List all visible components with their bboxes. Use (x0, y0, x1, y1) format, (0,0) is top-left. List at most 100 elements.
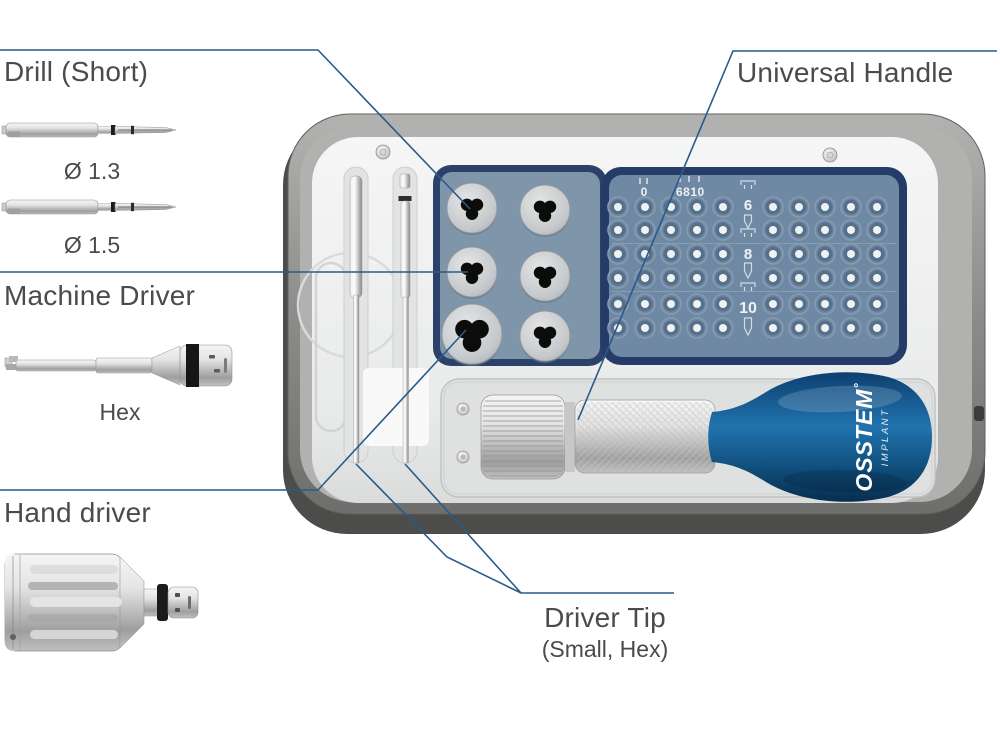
tray-hole (814, 317, 836, 339)
tray-hole (712, 243, 734, 265)
handle-compartment: OSSTEM° IMPLANT (440, 372, 936, 502)
driver-tip-connector-line-1 (355, 463, 674, 594)
tray-hole (712, 219, 734, 241)
tray-hole (788, 293, 810, 315)
tray-hole (607, 196, 629, 218)
tray-hole (866, 317, 888, 339)
universal-handle-tool: OSSTEM° IMPLANT (480, 372, 932, 502)
driver-disc (519, 184, 571, 237)
trefoil-hole-icon (462, 333, 482, 353)
tray-hole (712, 293, 734, 315)
tray-hole (788, 196, 810, 218)
tray-hole (607, 267, 629, 289)
connector-lines (0, 49, 997, 594)
component-panel: 0 6810 6 8 10 (601, 167, 907, 365)
tray-hole (788, 219, 810, 241)
hand-driver-label: Hand driver (4, 497, 151, 528)
trefoil-hole-icon (538, 275, 552, 288)
hand-driver-tool (4, 553, 199, 652)
tray-hole (840, 219, 862, 241)
tray-hole (607, 243, 629, 265)
driver-disc (441, 303, 503, 366)
drill-diameter-15-label: Ø 1.5 (63, 232, 121, 258)
tray-hole (866, 267, 888, 289)
tray-hole (686, 243, 708, 265)
tray-hole (866, 196, 888, 218)
tray-hole (660, 317, 682, 339)
driver-discs (441, 182, 571, 366)
drill-connector-line (0, 49, 471, 210)
driver-disc-tray (433, 165, 607, 366)
tray-hole (712, 317, 734, 339)
tray-hole (686, 219, 708, 241)
tray-hole (840, 196, 862, 218)
tray-hole (814, 293, 836, 315)
trefoil-hole-icon (465, 271, 479, 284)
tray-hole (840, 317, 862, 339)
driver-disc (519, 310, 571, 363)
tray-hole (712, 196, 734, 218)
tray-hole (788, 267, 810, 289)
tray-hole (634, 293, 656, 315)
tray-hole (634, 196, 656, 218)
drill-short-tool (1, 122, 177, 138)
svg-text:OSSTEM°: OSSTEM° (851, 382, 877, 491)
case-latch-notch (974, 406, 984, 421)
tray-hole (686, 196, 708, 218)
panel-holes (607, 196, 888, 339)
tray-hole (660, 267, 682, 289)
ruler-sizes: 6810 (676, 185, 705, 199)
tray-hole (762, 267, 784, 289)
tray-hole (660, 243, 682, 265)
universal-handle-connector-line (577, 50, 997, 421)
trefoil-hole-icon (538, 335, 552, 348)
driver-disc (446, 182, 498, 235)
svg-text:IMPLANT: IMPLANT (880, 408, 891, 467)
machine-driver-tool (4, 344, 233, 387)
trefoil-hole-icon (538, 209, 552, 222)
tray-hole (840, 293, 862, 315)
tray-hole (660, 219, 682, 241)
tray-hole (814, 267, 836, 289)
tray-hole (607, 317, 629, 339)
drill-short-tool-2 (1, 199, 177, 215)
tray-hole (840, 243, 862, 265)
driver-tip-label: Driver Tip (544, 602, 666, 633)
case-screws (375, 144, 838, 163)
tray-hole (634, 267, 656, 289)
tray-hole (634, 219, 656, 241)
brand-logo: OSSTEM° IMPLANT (851, 382, 891, 491)
size-label-8: 8 (744, 246, 752, 263)
tray-hole (686, 293, 708, 315)
tray-hole (814, 219, 836, 241)
tray-hole (866, 293, 888, 315)
tray-hole (866, 219, 888, 241)
ruler-zero: 0 (641, 185, 648, 199)
tray-hole (607, 293, 629, 315)
tray-hole (762, 196, 784, 218)
tray-hole (686, 267, 708, 289)
tray-hole (840, 267, 862, 289)
machine-driver-label: Machine Driver (4, 280, 196, 311)
driver-disc (446, 246, 498, 299)
tray-hole (762, 219, 784, 241)
implant-size-icons (740, 180, 756, 337)
drill-diameter-13-label: Ø 1.3 (63, 158, 121, 184)
tray-hole (762, 317, 784, 339)
tray-hole (712, 267, 734, 289)
handle-grip (708, 372, 932, 502)
driver-tip-sub-label: (Small, Hex) (541, 636, 669, 662)
universal-handle-label: Universal Handle (737, 57, 954, 88)
tray-hole (762, 243, 784, 265)
drill-short-label: Drill (Short) (4, 56, 149, 87)
trefoil-hole-icon (465, 207, 479, 220)
tray-hole (788, 317, 810, 339)
driver-disc (519, 250, 571, 303)
tray-hole (607, 219, 629, 241)
tray-hole (660, 293, 682, 315)
machine-driver-hex-label: Hex (99, 399, 141, 425)
hand-driver-connector-line (0, 329, 467, 491)
tray-hole (762, 293, 784, 315)
